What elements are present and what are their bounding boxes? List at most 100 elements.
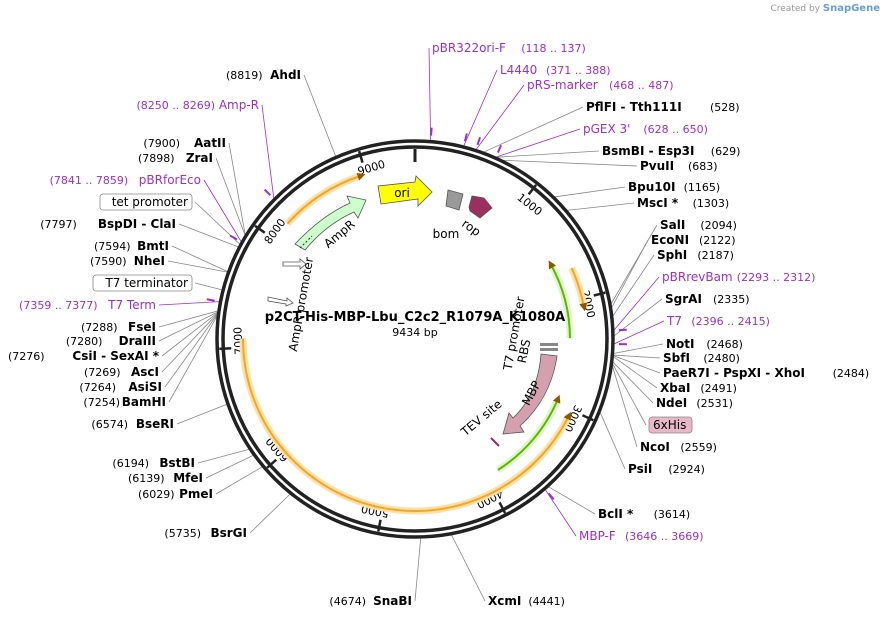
primer-range: (468 .. 487): [609, 79, 674, 92]
site-mbp-f: MBP-F(3646 .. 3669): [579, 529, 704, 543]
enzyme-position: (2335): [713, 293, 750, 306]
enzyme-name: PaeR7I - PspXI - XhoI: [663, 366, 805, 380]
site-pbrforeco: pBRforEco(7841 .. 7859): [50, 173, 201, 187]
enzyme-position: (2094): [700, 219, 737, 232]
feature-box-label: T7 terminator: [104, 276, 188, 290]
snapgene-logo: SnapGene: [822, 3, 880, 14]
enzyme-name: BclI *: [598, 507, 634, 521]
primer-name: pGEX 3': [583, 122, 630, 136]
site-bsrgi: BsrGI(5735): [164, 526, 247, 540]
enzyme-name: XcmI: [488, 594, 521, 608]
tev-label: TEV site: [458, 397, 505, 440]
enzyme-position: (2924): [668, 463, 705, 476]
leader-line: [502, 159, 638, 167]
bom-feature: bom: [433, 189, 464, 241]
primer-name: L4440: [500, 63, 537, 77]
site-pgex-3: pGEX 3' (628 .. 650): [583, 122, 708, 136]
enzyme-name: CsiI - SexAI *: [72, 349, 159, 363]
site-bseri: BseRI(6574): [91, 417, 174, 431]
leader-line: [249, 493, 291, 534]
primer-mark: [229, 234, 238, 241]
site-pflfi-tth111i: PflFI - Tth111I(528): [586, 100, 740, 114]
primer-mark: [263, 188, 271, 196]
primer-mark: [430, 127, 433, 136]
leader-line: [544, 489, 577, 537]
enzyme-name: PvuII: [640, 159, 674, 173]
leader-line: [612, 254, 655, 317]
site-bpu10i: Bpu10I(1165): [628, 180, 720, 194]
leader-line: [168, 315, 218, 403]
site-asisi: AsiSI (7264): [79, 380, 162, 394]
leader-line: [599, 412, 626, 470]
site-pmei: PmeI(6029): [138, 487, 213, 501]
leader-line: [495, 128, 581, 158]
site-tet-promoter: tet promoter: [99, 193, 193, 211]
leader-line: [451, 534, 486, 602]
leader-line: [613, 276, 660, 331]
feature-box: [92, 274, 193, 292]
enzyme-position: (6194): [112, 457, 149, 470]
enzyme-position: (6139): [128, 472, 165, 485]
site-fsei: FseI(7288): [81, 320, 156, 334]
leader-line: [303, 74, 337, 157]
site-t7: T7(2396 .. 2415): [666, 314, 770, 328]
tick-mark: [377, 519, 382, 532]
leader-line: [194, 282, 223, 291]
leader-line: [495, 150, 600, 158]
enzyme-position: (7280): [66, 335, 103, 348]
enzyme-name: ZraI: [186, 151, 213, 165]
enzyme-name: MscI *: [637, 196, 679, 210]
leader-line: [428, 47, 432, 141]
enzyme-position: (7264): [79, 381, 116, 394]
site-bcli: BclI *(3614): [598, 507, 690, 521]
primer-name: T7: [666, 314, 682, 328]
enzyme-name: XbaI: [660, 381, 690, 395]
site-t7-terminator: T7 terminator: [92, 274, 193, 292]
ampr-promoter-feature: AmpR promoter: [267, 256, 316, 352]
leader-line: [215, 466, 263, 495]
leader-line: [158, 301, 220, 306]
enzyme-name: PsiI: [628, 462, 652, 476]
enzyme-position: (629): [711, 145, 741, 158]
site-psii: PsiI (2924): [628, 462, 705, 476]
enzyme-position: (4674): [329, 595, 366, 608]
feature-box-label: 6xHis: [653, 418, 686, 432]
leader-line: [610, 224, 658, 305]
leader-line: [197, 448, 250, 464]
leader-line: [205, 454, 254, 479]
primer-range: (2293 .. 2312): [737, 271, 816, 284]
primer-mark: [206, 298, 215, 302]
primer-range: (3646 .. 3669): [625, 530, 704, 543]
site-bmti: BmtI(7594): [94, 239, 169, 253]
primer-range: (628 .. 650): [643, 123, 708, 136]
leader-line: [483, 106, 584, 153]
backbone-outer: [215, 139, 615, 539]
enzyme-name: EcoNI: [651, 233, 689, 247]
tev-feature: TEV site: [458, 397, 505, 447]
feature-box: [99, 193, 193, 211]
enzyme-name: AsiSI: [128, 380, 162, 394]
leader-line: [475, 84, 525, 150]
enzyme-name: AscI: [131, 365, 159, 379]
leader-line: [554, 186, 626, 198]
enzyme-position: (528): [710, 101, 740, 114]
site-xcmi: XcmI(4441): [488, 594, 565, 608]
enzyme-name: NdeI: [656, 396, 687, 410]
site-bspdi-clai: BspDI - ClaI(7797): [40, 217, 176, 231]
site-xbai: XbaI(2491): [660, 381, 737, 395]
green-feature-halo: [547, 262, 574, 339]
enzyme-name: BsmBI - Esp3I: [602, 144, 694, 158]
site-amp-r: Amp-R(8250 .. 8269): [136, 98, 259, 112]
leader-line: [167, 260, 228, 273]
rbs-label: RBS: [515, 338, 534, 364]
enzyme-name: SphI: [657, 248, 687, 262]
enzyme-position: (7594): [94, 240, 131, 253]
orange-feature: [242, 338, 571, 512]
enzyme-position: (1303): [693, 197, 730, 210]
site-pvuii: PvuII(683): [640, 159, 718, 173]
leader-line: [215, 157, 246, 236]
tick-mark: [357, 150, 364, 163]
enzyme-position: (7900): [143, 137, 180, 150]
enzyme-name: NheI: [134, 254, 165, 268]
ori-feature: ori: [377, 175, 433, 207]
